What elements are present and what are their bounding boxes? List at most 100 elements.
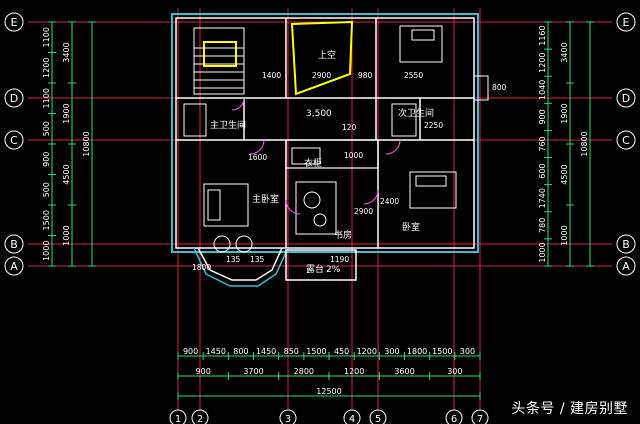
left-middle-dim-3: 1000 — [62, 225, 71, 245]
axis-bubble-3: 3 — [279, 409, 297, 424]
right-inner-dim-3: 900 — [538, 109, 547, 124]
bottom-total-dim-0: 12500 — [316, 387, 341, 396]
upper-void-outline — [290, 20, 354, 96]
left-middle-dim-0: 3400 — [62, 42, 71, 62]
bottom-row1-dim-10: 1500 — [432, 347, 452, 356]
bottom-row1-dim-9: 1800 — [407, 347, 427, 356]
axis-bubble-6: 6 — [445, 409, 463, 424]
svg-text:120: 120 — [342, 123, 357, 132]
svg-text:B: B — [10, 238, 18, 251]
label-upper-void: 上空 — [318, 49, 336, 61]
svg-text:E: E — [623, 16, 630, 29]
bottom-row1-dim-3: 1450 — [256, 347, 276, 356]
svg-text:C: C — [622, 134, 630, 147]
axis-bubble-1: 1 — [169, 409, 187, 424]
svg-text:2550: 2550 — [404, 71, 423, 80]
axis-bubble-B-right: B — [616, 234, 636, 254]
bottom-row1-dim-11: 300 — [460, 347, 475, 356]
svg-text:C: C — [10, 134, 18, 147]
right-middle-dim-1: 1900 — [560, 103, 569, 123]
right-middle-dim-3: 1000 — [560, 225, 569, 245]
dimension-ticks — [48, 21, 594, 400]
left-inner-dim-1: 1200 — [42, 58, 51, 78]
dimension-labels: 1100120011005009005001500100034001900450… — [42, 25, 589, 396]
axis-bubble-A-right: A — [616, 256, 636, 276]
axis-bubble-4: 4 — [343, 409, 361, 424]
furniture — [183, 25, 457, 253]
left-inner-dim-4: 900 — [42, 152, 51, 167]
svg-text:135: 135 — [250, 255, 265, 264]
svg-text:5: 5 — [375, 414, 381, 424]
label-master-bath: 主卫生间 — [210, 119, 246, 131]
svg-text:3: 3 — [285, 414, 291, 424]
label-balcony-slope: 2% — [326, 265, 341, 275]
staircase — [193, 27, 245, 95]
bottom-row1-dim-0: 900 — [183, 347, 198, 356]
right-inner-dim-0: 1160 — [538, 25, 547, 45]
svg-text:A: A — [622, 260, 630, 273]
bottom-row1-dim-4: 850 — [284, 347, 299, 356]
svg-text:2250: 2250 — [424, 121, 443, 130]
bottom-row2-dim-0: 900 — [196, 367, 211, 376]
bottom-row2-dim-1: 3700 — [243, 367, 263, 376]
left-total-dim-0: 10800 — [82, 131, 91, 156]
axis-bubble-2: 2 — [191, 409, 209, 424]
right-inner-dim-7: 780 — [538, 218, 547, 233]
axis-bubble-7: 7 — [471, 409, 489, 424]
label-study: 书房 — [334, 229, 352, 241]
svg-text:1400: 1400 — [262, 71, 281, 80]
left-inner-dim-6: 1500 — [42, 210, 51, 230]
right-middle-dim-0: 3400 — [560, 42, 569, 62]
axis-bubble-C-right: C — [616, 130, 636, 150]
svg-text:135: 135 — [226, 255, 241, 264]
right-middle-dim-2: 4500 — [560, 164, 569, 184]
label-storage: 衣柜 — [304, 157, 322, 169]
left-inner-dim-2: 1100 — [42, 88, 51, 108]
svg-text:7: 7 — [477, 414, 483, 424]
left-middle-dim-1: 1900 — [62, 103, 71, 123]
left-inner-dim-7: 1000 — [42, 241, 51, 261]
svg-text:6: 6 — [451, 414, 457, 424]
bottom-row2-dim-4: 3600 — [394, 367, 414, 376]
room-labels: 上空 主卫生间 次卫生间 主卧室 卧室 书房 露台 衣柜 2% — [210, 49, 434, 275]
svg-text:2400: 2400 — [380, 197, 399, 206]
right-inner-dim-2: 1040 — [538, 80, 547, 100]
left-inner-dim-3: 500 — [42, 121, 51, 136]
left-middle-dim-2: 4500 — [62, 164, 71, 184]
svg-text:D: D — [622, 92, 630, 105]
svg-text:1800: 1800 — [192, 263, 211, 272]
svg-text:1190: 1190 — [330, 255, 349, 264]
svg-text:3,500: 3,500 — [306, 109, 332, 119]
svg-text:4: 4 — [349, 414, 355, 424]
bottom-row1-dim-1: 1450 — [206, 347, 226, 356]
svg-text:1000: 1000 — [344, 151, 363, 160]
svg-text:1600: 1600 — [248, 153, 267, 162]
right-inner-dim-6: 1740 — [538, 188, 547, 208]
bottom-row1-dim-6: 450 — [334, 347, 349, 356]
axis-bubble-B-left: B — [4, 234, 24, 254]
svg-text:2: 2 — [197, 414, 203, 424]
right-inner-dim-4: 760 — [538, 136, 547, 151]
svg-text:800: 800 — [492, 83, 507, 92]
bottom-row2-dim-2: 2800 — [294, 367, 314, 376]
door-swings — [231, 97, 401, 215]
axis-bubble-C-left: C — [4, 130, 24, 150]
right-inner-dim-5: 600 — [538, 163, 547, 178]
svg-text:A: A — [10, 260, 18, 273]
bottom-row1-dim-5: 1500 — [306, 347, 326, 356]
axis-bubble-E-left: E — [4, 12, 24, 32]
left-inner-dim-0: 1100 — [42, 27, 51, 47]
axis-bubble-E-right: E — [616, 12, 636, 32]
bottom-row1-dim-7: 1200 — [357, 347, 377, 356]
svg-text:2900: 2900 — [354, 207, 373, 216]
svg-text:2900: 2900 — [312, 71, 331, 80]
right-inner-dim-1: 1200 — [538, 52, 547, 72]
building-outline — [171, 13, 489, 287]
axis-bubble-A-left: A — [4, 256, 24, 276]
svg-text:E: E — [11, 16, 18, 29]
watermark: 头条号 / 建房别墅 — [511, 401, 628, 417]
bottom-row1-dim-8: 300 — [384, 347, 399, 356]
svg-text:D: D — [10, 92, 18, 105]
axis-bubble-5: 5 — [369, 409, 387, 424]
